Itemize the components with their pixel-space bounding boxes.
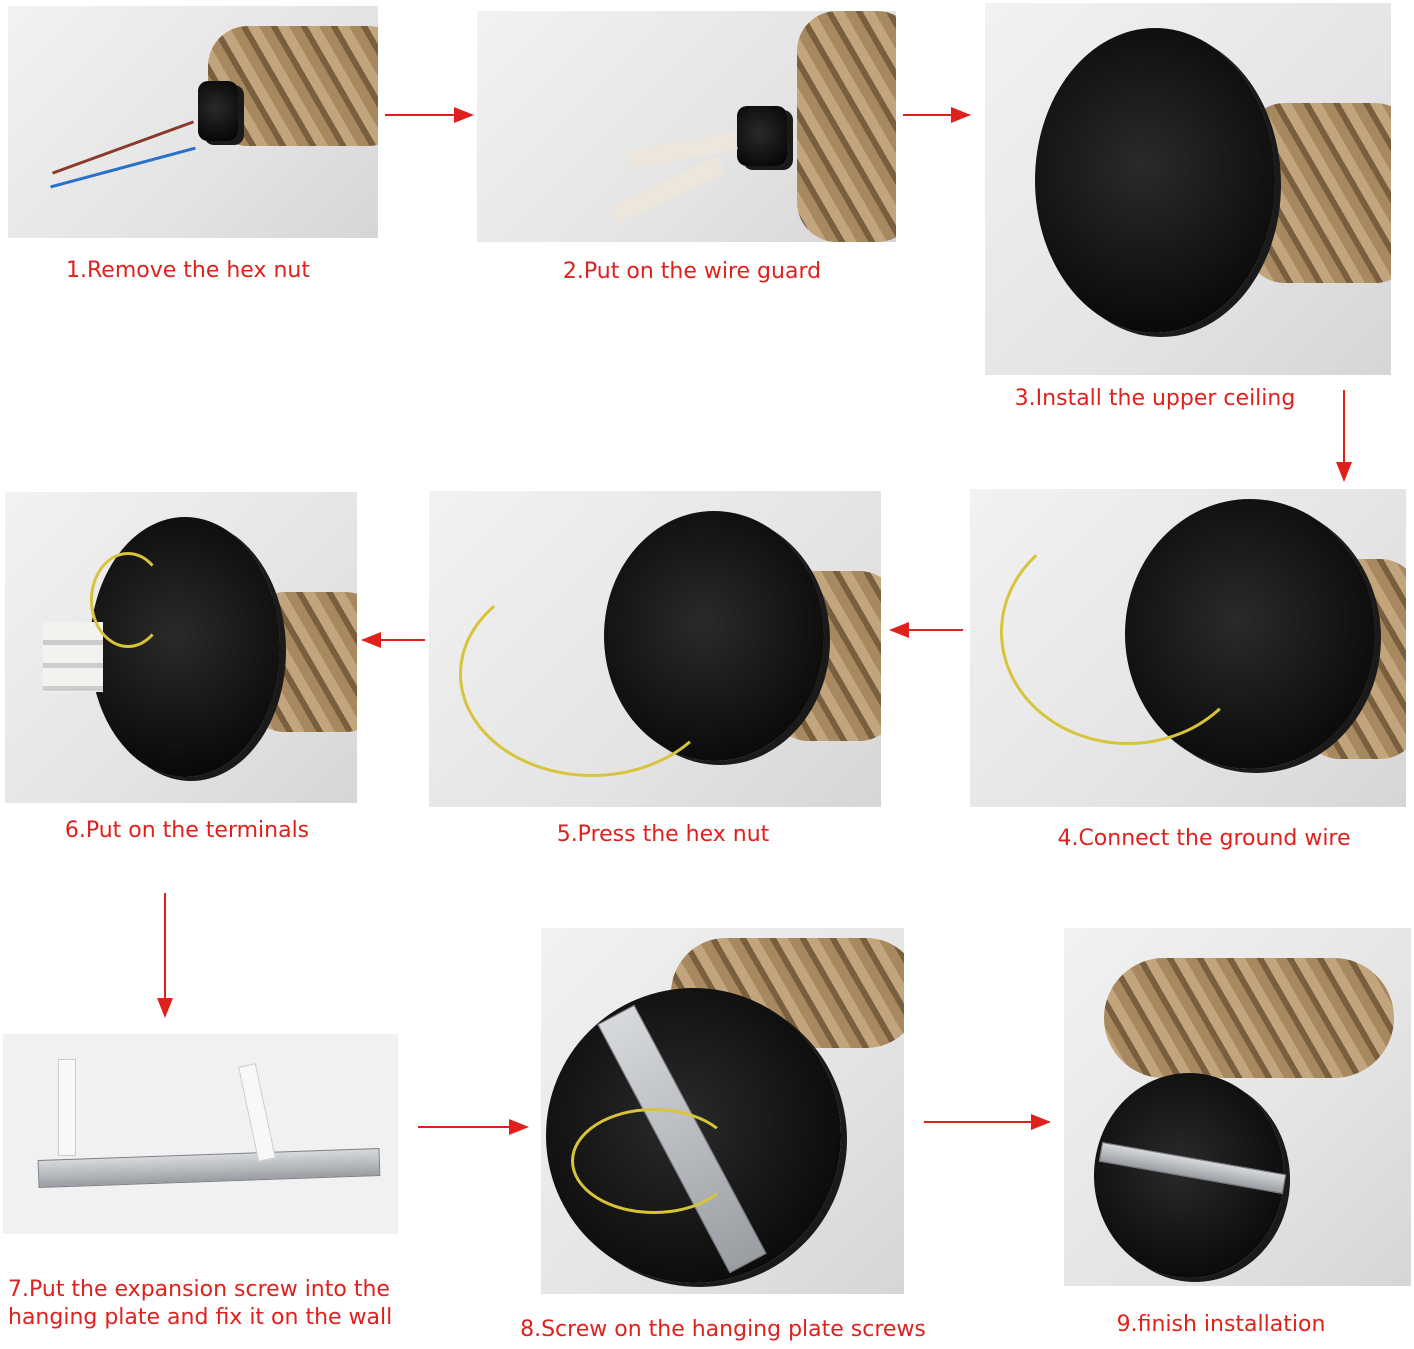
step-8-caption: 8.Screw on the hanging plate screws: [520, 1317, 926, 1342]
step-3-photo: [985, 3, 1391, 375]
step-4-photo: [970, 489, 1406, 807]
step-1-caption: 1.Remove the hex nut: [66, 258, 310, 283]
step-2-photo: [477, 11, 896, 242]
step-3-caption: 3.Install the upper ceiling: [1014, 386, 1296, 411]
step-6-caption: 6.Put on the terminals: [64, 818, 310, 843]
step-7-caption-line-2: hanging plate and fix it on the wall: [8, 1305, 393, 1330]
step-9-caption: 9.finish installation: [1116, 1312, 1326, 1337]
step-7-photo: [3, 1034, 398, 1234]
step-5-photo: [429, 491, 881, 807]
step-4-caption: 4.Connect the ground wire: [1057, 826, 1351, 851]
step-2-caption: 2.Put on the wire guard: [562, 259, 822, 284]
step-6-photo: [5, 492, 357, 803]
step-9-photo: [1064, 928, 1411, 1286]
step-7-caption-line-1: 7.Put the expansion screw into the: [8, 1277, 390, 1302]
step-8-photo: [541, 928, 904, 1294]
step-5-caption: 5.Press the hex nut: [556, 822, 770, 847]
step-1-photo: [8, 6, 378, 238]
